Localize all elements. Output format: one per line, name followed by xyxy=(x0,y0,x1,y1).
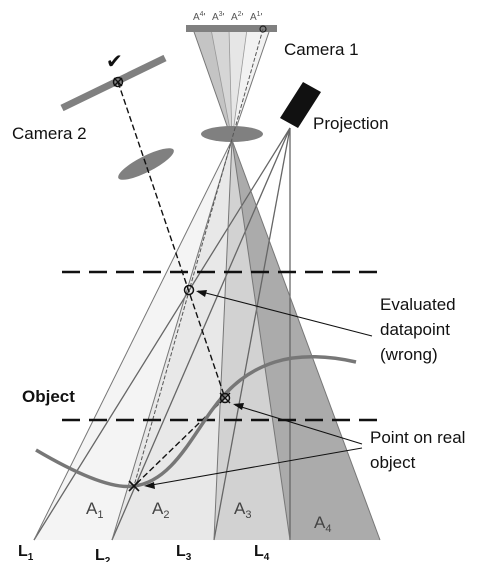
camera1-label: Camera 1 xyxy=(284,40,359,59)
sensor-label-a1: A1' xyxy=(250,11,263,23)
real-point-arrow-2 xyxy=(145,447,363,487)
cone-edge xyxy=(210,28,233,141)
cone-edge xyxy=(192,28,233,141)
region-label-a4: A4 xyxy=(314,513,331,535)
camera2-pixel xyxy=(112,76,124,88)
evaluated-datapoint-marker xyxy=(183,284,195,296)
real-point-arrow-head-2 xyxy=(144,482,155,489)
sensor-label-a4: A4' xyxy=(193,11,206,23)
evaluated-label-line1: Evaluated xyxy=(380,295,456,314)
camera2-label: Camera 2 xyxy=(12,124,87,143)
evaluated-label-line3: (wrong) xyxy=(380,345,438,364)
sensor-point-a1 xyxy=(259,25,267,33)
line-label-l1: L1 xyxy=(18,543,34,562)
cone-edge xyxy=(231,28,248,141)
object-surface-curve xyxy=(35,355,357,489)
camera1-cone-2 xyxy=(229,29,247,140)
evaluated-arrow-head xyxy=(196,290,207,297)
real-object-point-cross xyxy=(219,392,231,404)
line-label-l4: L4 xyxy=(254,543,270,562)
projector-line-l2 xyxy=(111,127,291,541)
evaluated-label-line2: datapoint xyxy=(380,320,450,339)
sensor-label-a2: A2' xyxy=(231,11,244,23)
projection-label: Projection xyxy=(313,114,389,133)
line-label-l3: L3 xyxy=(176,543,192,562)
line-label-l2: L2 xyxy=(95,547,111,562)
camera1-ray xyxy=(231,139,291,541)
sensor-label-a3: A3' xyxy=(212,11,225,23)
evaluated-arrow xyxy=(197,290,373,337)
camera1-ray xyxy=(231,139,381,541)
camera1-lens xyxy=(201,126,263,142)
region-label-a1: A1 xyxy=(86,499,103,521)
object-label: Object xyxy=(22,387,75,406)
cone-edge xyxy=(231,28,271,141)
region-label-a2: A2 xyxy=(152,499,169,521)
real-point-label-line1: Point on real xyxy=(370,428,465,447)
region-label-a3: A3 xyxy=(234,499,251,521)
real-point-arrow-1 xyxy=(234,404,363,445)
projector-body xyxy=(280,82,321,128)
object-intersection-cross xyxy=(128,480,140,492)
camera1-sensor-ray xyxy=(133,28,264,487)
real-point-arrow-head-1 xyxy=(233,403,244,410)
camera1-sensor xyxy=(186,25,277,32)
real-point-label-line2: object xyxy=(370,453,416,472)
cone-edge xyxy=(228,28,233,141)
check-mark-icon: ✔ xyxy=(106,49,123,73)
real-object-point-marker xyxy=(219,392,231,404)
camera1-ray xyxy=(33,139,233,541)
camera2-ray xyxy=(117,81,226,399)
camera1-ray xyxy=(111,139,233,541)
